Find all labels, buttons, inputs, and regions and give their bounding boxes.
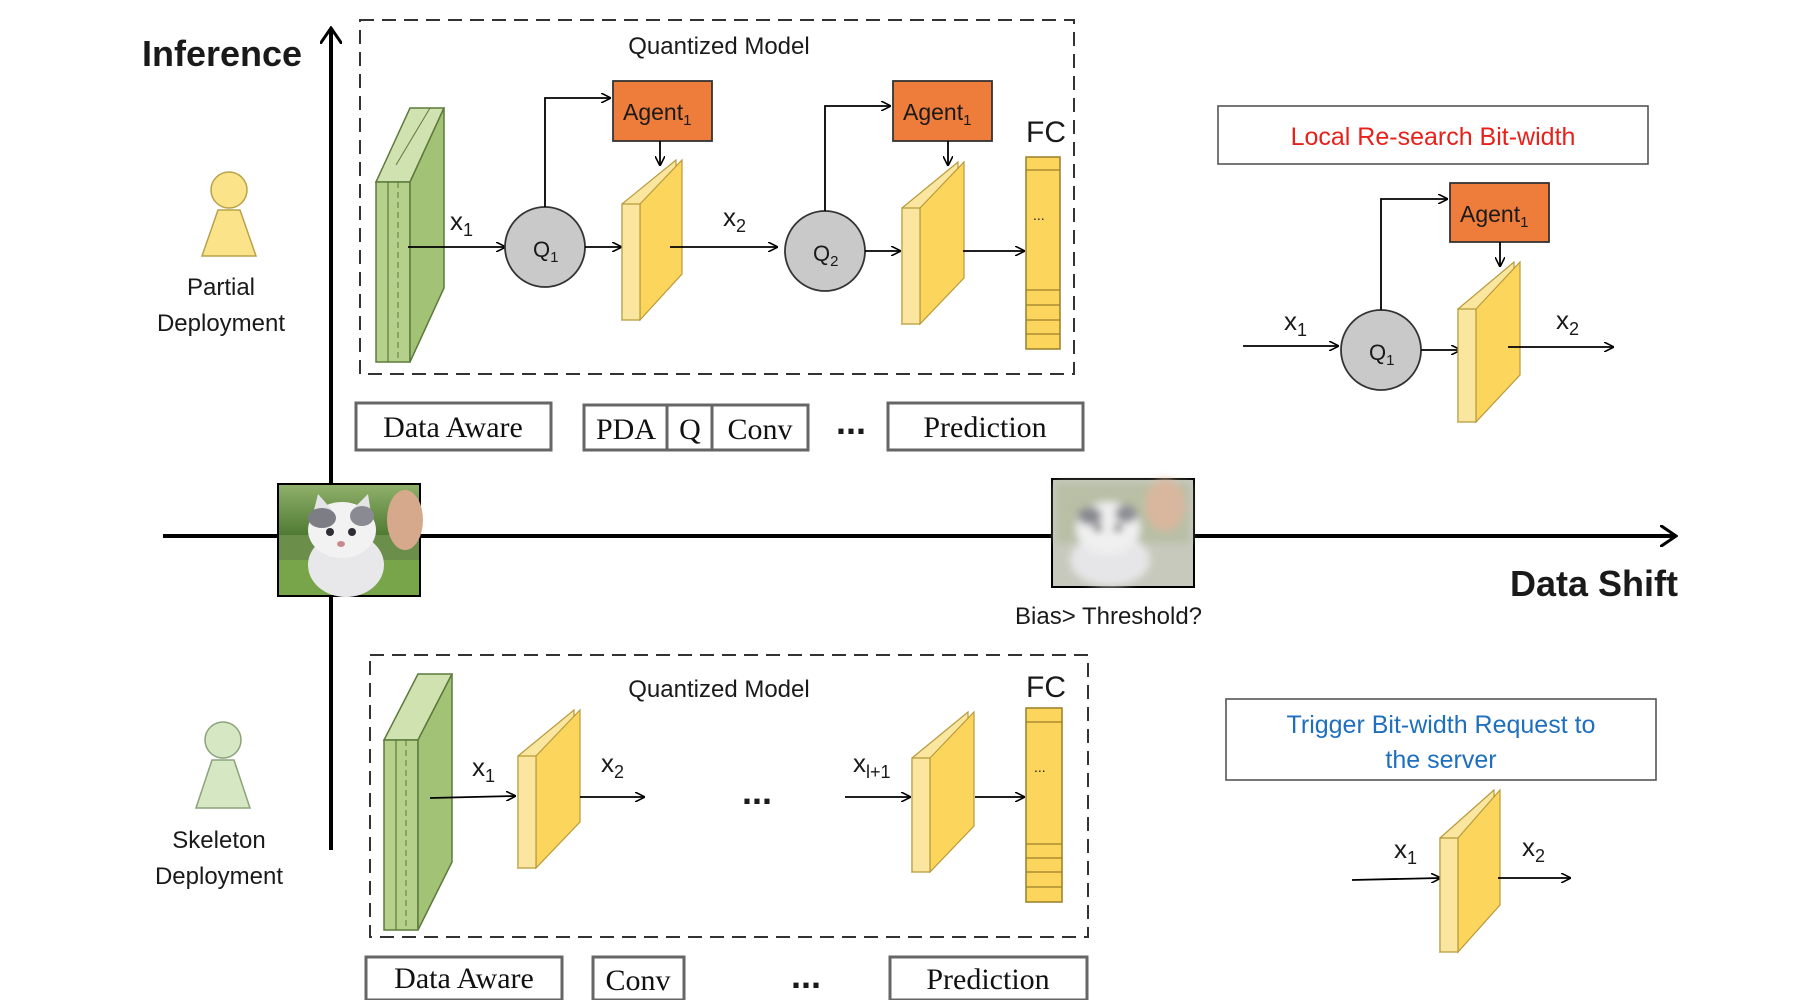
top-fc-label: FC [1026,116,1066,149]
right-bottom-signal-out: x2 [1522,832,1545,866]
bottom-fc-label: FC [1026,671,1066,704]
bottom-model-title: Quantized Model [628,676,809,703]
persona-skeleton-icon [194,721,252,809]
top-agent-2-label: Agent1 [903,99,971,129]
top-agent-2 [892,80,993,142]
bottom-layers-ellipsis: ... [742,771,772,812]
top-pipeline-pda [582,403,669,452]
right-bottom-signal-in: x1 [1394,834,1417,868]
svg-text:PDA: PDA [596,413,656,446]
top-signal-x1: x1 [450,206,473,240]
bottom-pipeline-data-aware [364,955,564,1000]
threshold-question: Bias> Threshold? [1015,603,1202,630]
persona-partial-icon [200,171,258,257]
kitten-photo-blurred [1051,478,1195,588]
bottom-fc-layer: ... [1025,707,1063,903]
top-agent-1-label: Agent1 [623,99,691,129]
bottom-fc-ellipsis: ... [1034,759,1046,775]
top-pipeline-q [665,403,714,452]
trigger-request-title-2: the server [1385,746,1496,774]
top-input-data-block [374,107,446,363]
top-fc-ellipsis: ... [1033,207,1045,223]
top-model-frame [359,19,1075,375]
top-pipeline: Data Aware PDA Q Conv ... Prediction [354,401,1085,452]
top-conv-block-1 [621,158,683,322]
bottom-input-data-block [382,673,454,931]
top-pipeline-ellipsis: ... [836,401,866,442]
svg-text:Data Aware: Data Aware [383,411,523,444]
top-conv-block-2 [901,160,965,326]
svg-text:Data Aware: Data Aware [394,962,534,995]
top-pipeline-conv [710,403,810,452]
kitten-photo-clear [277,483,423,597]
top-model-title: Quantized Model [628,33,809,60]
svg-text:Q: Q [679,413,701,446]
bottom-pipeline-prediction [888,955,1089,1000]
top-quantizer-q1-label: Q1 [533,237,558,266]
data-shift-axis-label: Data Shift [1510,563,1678,604]
right-top-signal-in: x1 [1284,306,1307,340]
svg-text:Conv: Conv [605,964,670,997]
bottom-signal-x2: x2 [601,748,624,782]
bottom-model-frame [369,654,1089,938]
right-top-signal-out: x2 [1556,305,1579,339]
bottom-pipeline: Data Aware Conv ... Prediction [364,955,1089,1000]
top-arrow-q2-agent [824,106,890,211]
local-research-title: Local Re-search Bit-width [1291,123,1576,151]
top-agent-1 [612,80,713,142]
bottom-pipeline-conv [591,955,686,1000]
local-research-box [1217,105,1649,165]
bottom-conv-block-1 [517,708,581,870]
persona-partial-label-2: Deployment [157,310,285,337]
right-agent-label: Agent1 [1460,201,1528,231]
right-arrow-q-agent [1380,199,1447,310]
trigger-request-title-1: Trigger Bit-width Request to [1287,711,1596,739]
right-top-conv-block [1457,260,1521,424]
bottom-signal-x1: x1 [472,752,495,786]
inference-axis-label: Inference [142,33,302,74]
svg-text:Prediction: Prediction [923,411,1046,444]
top-fc-layer: ... [1025,156,1061,350]
top-pipeline-prediction [886,401,1085,452]
bottom-conv-block-2 [911,710,975,874]
bottom-pipeline-ellipsis: ... [791,955,821,996]
right-bottom-conv-block [1439,788,1501,954]
top-quantizer-q2-label: Q2 [813,241,838,270]
persona-partial-label-1: Partial [187,274,255,301]
persona-skeleton-label-1: Skeleton [172,827,265,854]
right-bottom-arrow-in [1351,878,1440,880]
top-arrow-q1-agent [544,98,610,207]
svg-text:Prediction: Prediction [926,963,1049,996]
top-pipeline-data-aware [354,401,553,452]
svg-text:Conv: Conv [727,413,792,446]
bottom-arrow-x1 [429,796,515,798]
top-signal-x2: x2 [723,202,746,236]
right-quantizer-label: Q1 [1369,340,1394,369]
trigger-request-box [1225,698,1657,781]
bottom-signal-xl1: xl+1 [853,748,891,782]
persona-skeleton-label-2: Deployment [155,863,283,890]
